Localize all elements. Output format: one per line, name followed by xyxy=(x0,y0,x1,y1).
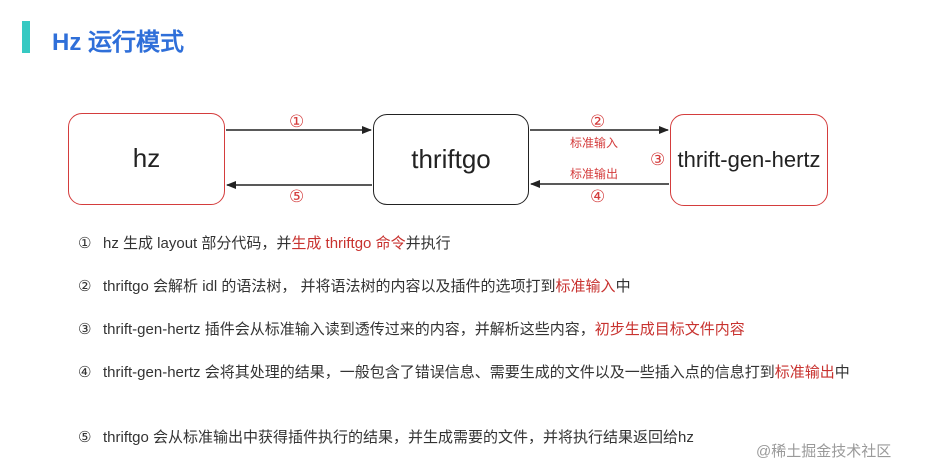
marker-step-4: ④ xyxy=(590,187,606,206)
step-item-5: ⑤ thriftgo 会从标准输出中获得插件执行的结果，并生成需要的文件，并将执… xyxy=(78,427,893,448)
step-text: thrift-gen-hertz 插件会从标准输入读到透传过来的内容，并解析这些… xyxy=(103,321,745,338)
label-stdout: 标准输出 xyxy=(570,167,619,181)
step-text: thriftgo 会解析 idl 的语法树， 并将语法树的内容以及插件的选项打到… xyxy=(103,278,631,295)
step-text: thriftgo 会从标准输出中获得插件执行的结果，并生成需要的文件，并将执行结… xyxy=(103,429,694,446)
step-number: ⑤ xyxy=(78,429,92,446)
step-item-2: ② thriftgo 会解析 idl 的语法树， 并将语法树的内容以及插件的选项… xyxy=(78,276,893,297)
marker-step-1: ① xyxy=(289,112,305,131)
title-accent-bar xyxy=(22,21,30,53)
marker-step-2: ② xyxy=(590,112,606,131)
step-item-4: ④ thrift-gen-hertz 会将其处理的结果，一般包含了错误信息、需要… xyxy=(78,362,893,383)
marker-step-3: ③ xyxy=(650,150,666,169)
step-number: ④ xyxy=(78,364,92,381)
node-hz-label: hz xyxy=(132,143,161,174)
node-thriftgo-label: thriftgo xyxy=(411,143,491,174)
node-thriftgo: thriftgo xyxy=(373,114,529,205)
node-thrift-gen-hertz: thrift-gen-hertz xyxy=(670,114,828,206)
step-number: ③ xyxy=(78,321,92,338)
step-number: ② xyxy=(78,278,92,295)
step-item-3: ③ thrift-gen-hertz 插件会从标准输入读到透传过来的内容，并解析… xyxy=(78,319,893,340)
step-text: thrift-gen-hertz 会将其处理的结果，一般包含了错误信息、需要生成… xyxy=(103,364,850,381)
step-number: ① xyxy=(78,235,92,252)
step-text: hz 生成 layout 部分代码，并生成 thriftgo 命令并执行 xyxy=(103,235,451,252)
marker-step-5: ⑤ xyxy=(289,187,305,206)
node-hz: hz xyxy=(68,113,225,205)
step-item-1: ① hz 生成 layout 部分代码，并生成 thriftgo 命令并执行 xyxy=(78,233,893,254)
page-title: Hz 运行模式 xyxy=(52,29,184,56)
label-stdin: 标准输入 xyxy=(570,136,619,150)
node-thrift-gen-hertz-label: thrift-gen-hertz xyxy=(677,146,821,172)
watermark: @稀土掘金技术社区 xyxy=(756,443,892,460)
